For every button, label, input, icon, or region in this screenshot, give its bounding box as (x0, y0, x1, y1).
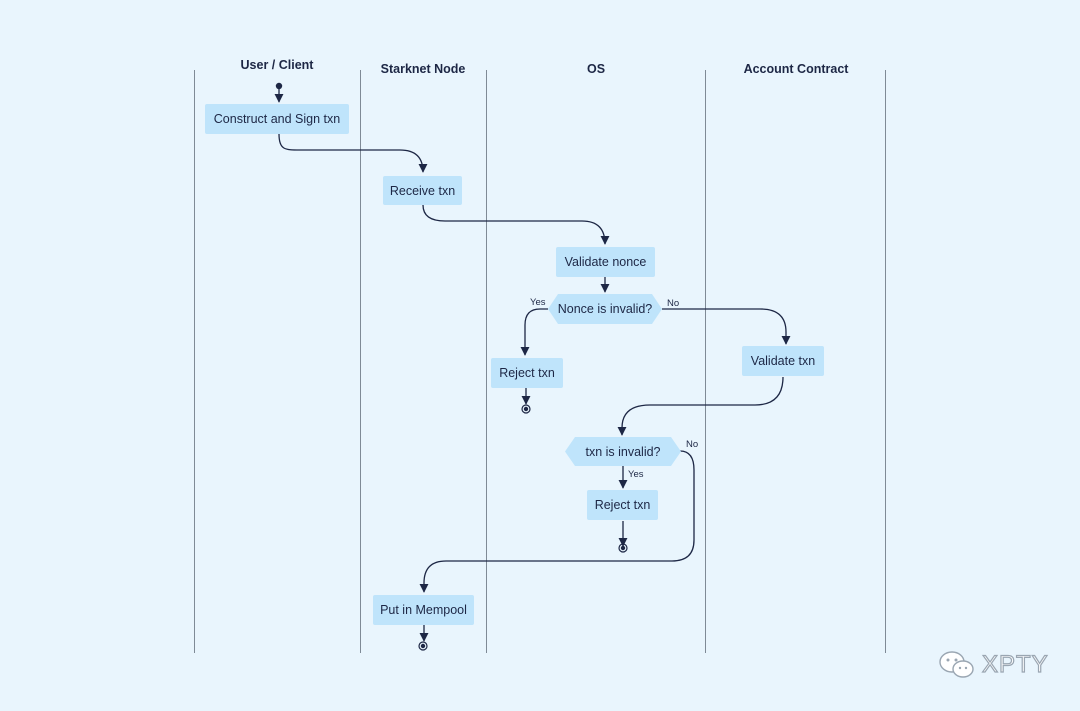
node-receive-txn: Receive txn (383, 176, 462, 205)
end-node (618, 543, 628, 553)
lane-divider (486, 70, 487, 653)
edge-nonce-yes (520, 308, 548, 356)
lane-divider (194, 70, 195, 653)
lane-title-os: OS (586, 62, 606, 76)
lane-divider (360, 70, 361, 653)
lane-title-user: User / Client (240, 58, 314, 72)
edge-validate-txn-decision (617, 376, 784, 436)
decision-shape (548, 294, 662, 324)
start-node (275, 82, 283, 90)
node-put-in-mempool: Put in Mempool (373, 595, 474, 625)
end-node (418, 641, 428, 651)
decision-label: txn is invalid? (585, 444, 661, 459)
node-reject-txn-account: Reject txn (587, 490, 658, 520)
edge-nonce-no (662, 308, 791, 345)
lane-title-account-contract: Account Contract (743, 62, 849, 76)
edge-txn-no (419, 450, 695, 593)
watermark: XPTY (938, 650, 1049, 680)
decision-nonce-invalid: Nonce is invalid? (548, 294, 662, 324)
node-construct-and-sign: Construct and Sign txn (205, 104, 349, 134)
wechat-icon (939, 651, 974, 678)
node-validate-nonce: Validate nonce (556, 247, 655, 277)
node-validate-txn: Validate txn (742, 346, 824, 376)
node-reject-txn-nonce: Reject txn (491, 358, 563, 388)
edge-label-yes: Yes (628, 469, 644, 480)
end-node (521, 404, 531, 414)
decision-label: Nonce is invalid? (557, 302, 653, 316)
edge-label-yes: Yes (530, 297, 546, 308)
edge-label-no: No (686, 439, 699, 450)
watermark-text: XPTY (981, 650, 1049, 678)
edge-label-no: No (667, 298, 680, 309)
edge-receive-validate-nonce (422, 204, 610, 245)
edge-construct-receive (278, 133, 428, 173)
decision-txn-invalid: txn is invalid? (565, 437, 681, 466)
lane-divider (885, 70, 886, 653)
lane-title-starknet-node: Starknet Node (380, 62, 466, 76)
lane-divider (705, 70, 706, 653)
decision-shape (565, 437, 681, 466)
